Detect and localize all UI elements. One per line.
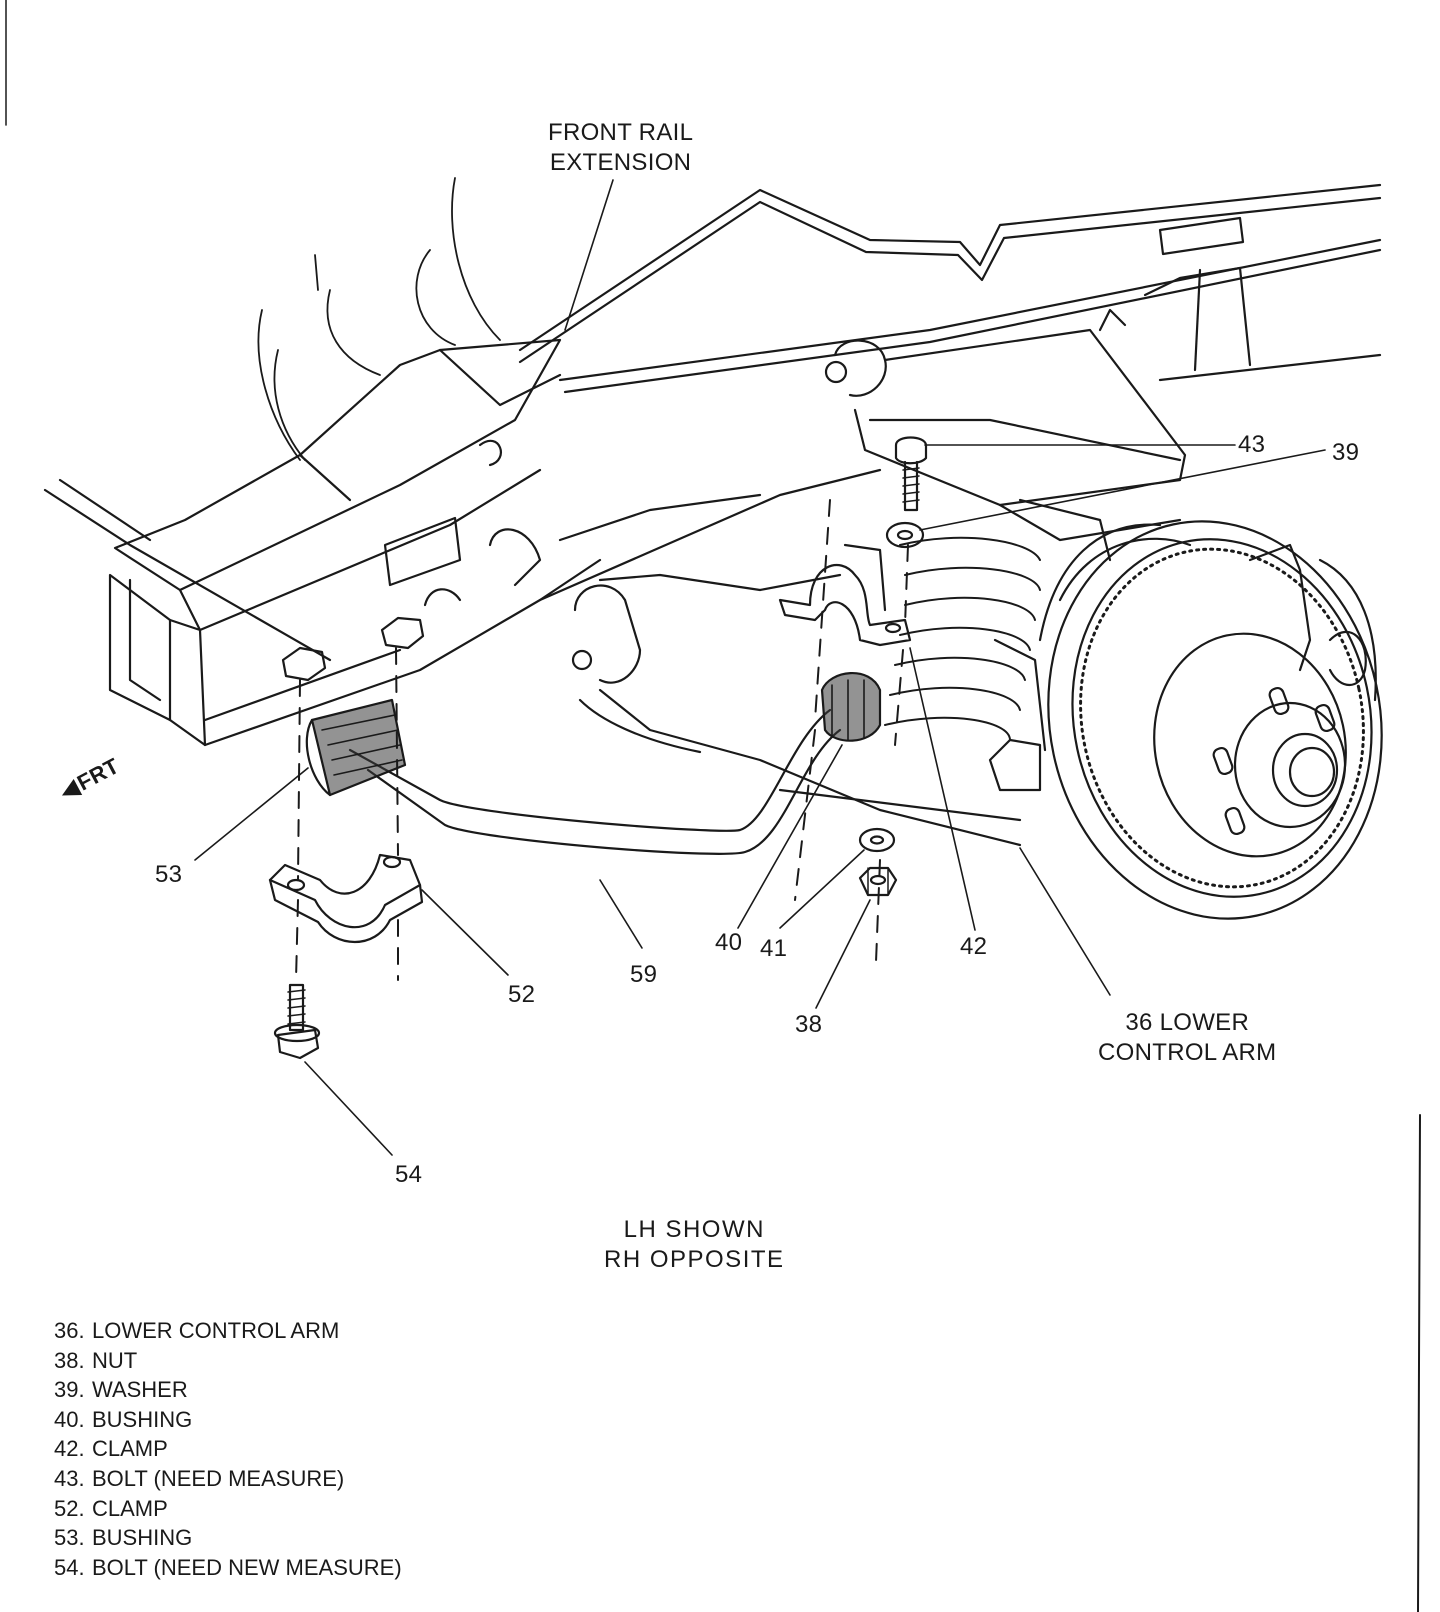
callout-38: 38: [795, 1011, 823, 1038]
legend-item: 43. BOLT (NEED MEASURE): [54, 1464, 402, 1494]
legend-name: BOLT (NEED NEW MEASURE): [92, 1554, 402, 1580]
nut-38: [858, 866, 898, 897]
legend-name: LOWER CONTROL ARM: [92, 1318, 340, 1343]
upper-control-arm: [824, 308, 1187, 542]
legend-number: 43.: [54, 1465, 85, 1491]
legend-number: 36.: [54, 1318, 85, 1343]
label-line: RH OPPOSITE: [604, 1246, 785, 1273]
callout-40: 40: [715, 929, 743, 956]
label-line: FRONT RAIL: [548, 119, 694, 146]
callout-42: 42: [960, 933, 988, 960]
legend-item: 38. NUT: [54, 1346, 402, 1376]
label-line: 36 LOWER: [1125, 1009, 1250, 1036]
legend-number: 53.: [54, 1525, 85, 1551]
bolt-43: [894, 436, 928, 512]
leader-lines: [194, 179, 1326, 1156]
frame-rail: [518, 183, 1382, 394]
washer-41: [858, 827, 896, 853]
callout-39: 39: [1332, 439, 1360, 466]
wheel-hub: [1212, 686, 1347, 836]
legend-name: CLAMP: [92, 1436, 168, 1462]
page-edge-marks: [5, 0, 1421, 1612]
front-crossmember: [43, 338, 602, 747]
clamp-42: [778, 543, 912, 647]
legend-number: 40.: [54, 1406, 85, 1432]
alignment-lines: [295, 499, 909, 981]
brake-rotor: [1038, 520, 1383, 920]
legend-number: 38.: [54, 1347, 85, 1373]
label-line: EXTENSION: [549, 149, 692, 176]
legend-name: BOLT (NEED MEASURE): [92, 1465, 345, 1491]
washer-39: [885, 521, 925, 549]
legend-item: 39. WASHER: [54, 1375, 402, 1405]
steering-knuckle: [988, 498, 1112, 792]
brake-caliper: [1248, 543, 1377, 702]
callout-59: 59: [630, 961, 658, 988]
coil-spring: [884, 536, 1041, 741]
legend-item: 52. CLAMP: [54, 1494, 402, 1524]
legend-name: NUT: [92, 1347, 138, 1373]
label-line: CONTROL ARM: [1098, 1039, 1277, 1066]
lower-control-arm-shape: [538, 468, 1022, 847]
legend-item: 36. LOWER CONTROL ARM: [54, 1316, 402, 1346]
legend-item: 40. BUSHING: [54, 1405, 402, 1435]
clamp-52: [268, 853, 424, 943]
legend-name: CLAMP: [92, 1495, 168, 1521]
legend-name: WASHER: [92, 1377, 188, 1403]
label-lower-control-arm: 36 LOWER CONTROL ARM: [1098, 1008, 1276, 1068]
stabilizer-shaft: [348, 708, 842, 855]
callout-41: 41: [760, 935, 788, 962]
bushing-40: [820, 672, 882, 742]
callout-54: 54: [395, 1161, 423, 1188]
frame-nuts: [281, 616, 425, 682]
legend-item: 54. BOLT (NEED NEW MEASURE): [54, 1553, 402, 1583]
label-front-rail-extension: FRONT RAIL EXTENSION: [548, 118, 693, 178]
label-line: LH SHOWN: [623, 1216, 765, 1243]
callout-43: 43: [1238, 431, 1266, 458]
callout-52: 52: [508, 981, 536, 1008]
legend-item: 53. BUSHING: [54, 1523, 402, 1553]
legend-name: BUSHING: [92, 1525, 193, 1551]
label-orientation: LH SHOWN RH OPPOSITE: [604, 1215, 785, 1275]
legend-number: 52.: [54, 1495, 85, 1521]
legend-item: 42. CLAMP: [54, 1434, 402, 1464]
parts-legend: 36. LOWER CONTROL ARM 38. NUT 39. WASHER 40…: [54, 1316, 402, 1582]
legend-number: 54.: [54, 1554, 85, 1580]
legend-number: 39.: [54, 1377, 85, 1403]
callout-53: 53: [155, 861, 183, 888]
wheel-well-outline: [257, 177, 501, 461]
bolt-54: [273, 983, 321, 1060]
bushing-53: [305, 698, 407, 797]
legend-name: BUSHING: [92, 1406, 193, 1432]
legend-number: 42.: [54, 1436, 85, 1462]
